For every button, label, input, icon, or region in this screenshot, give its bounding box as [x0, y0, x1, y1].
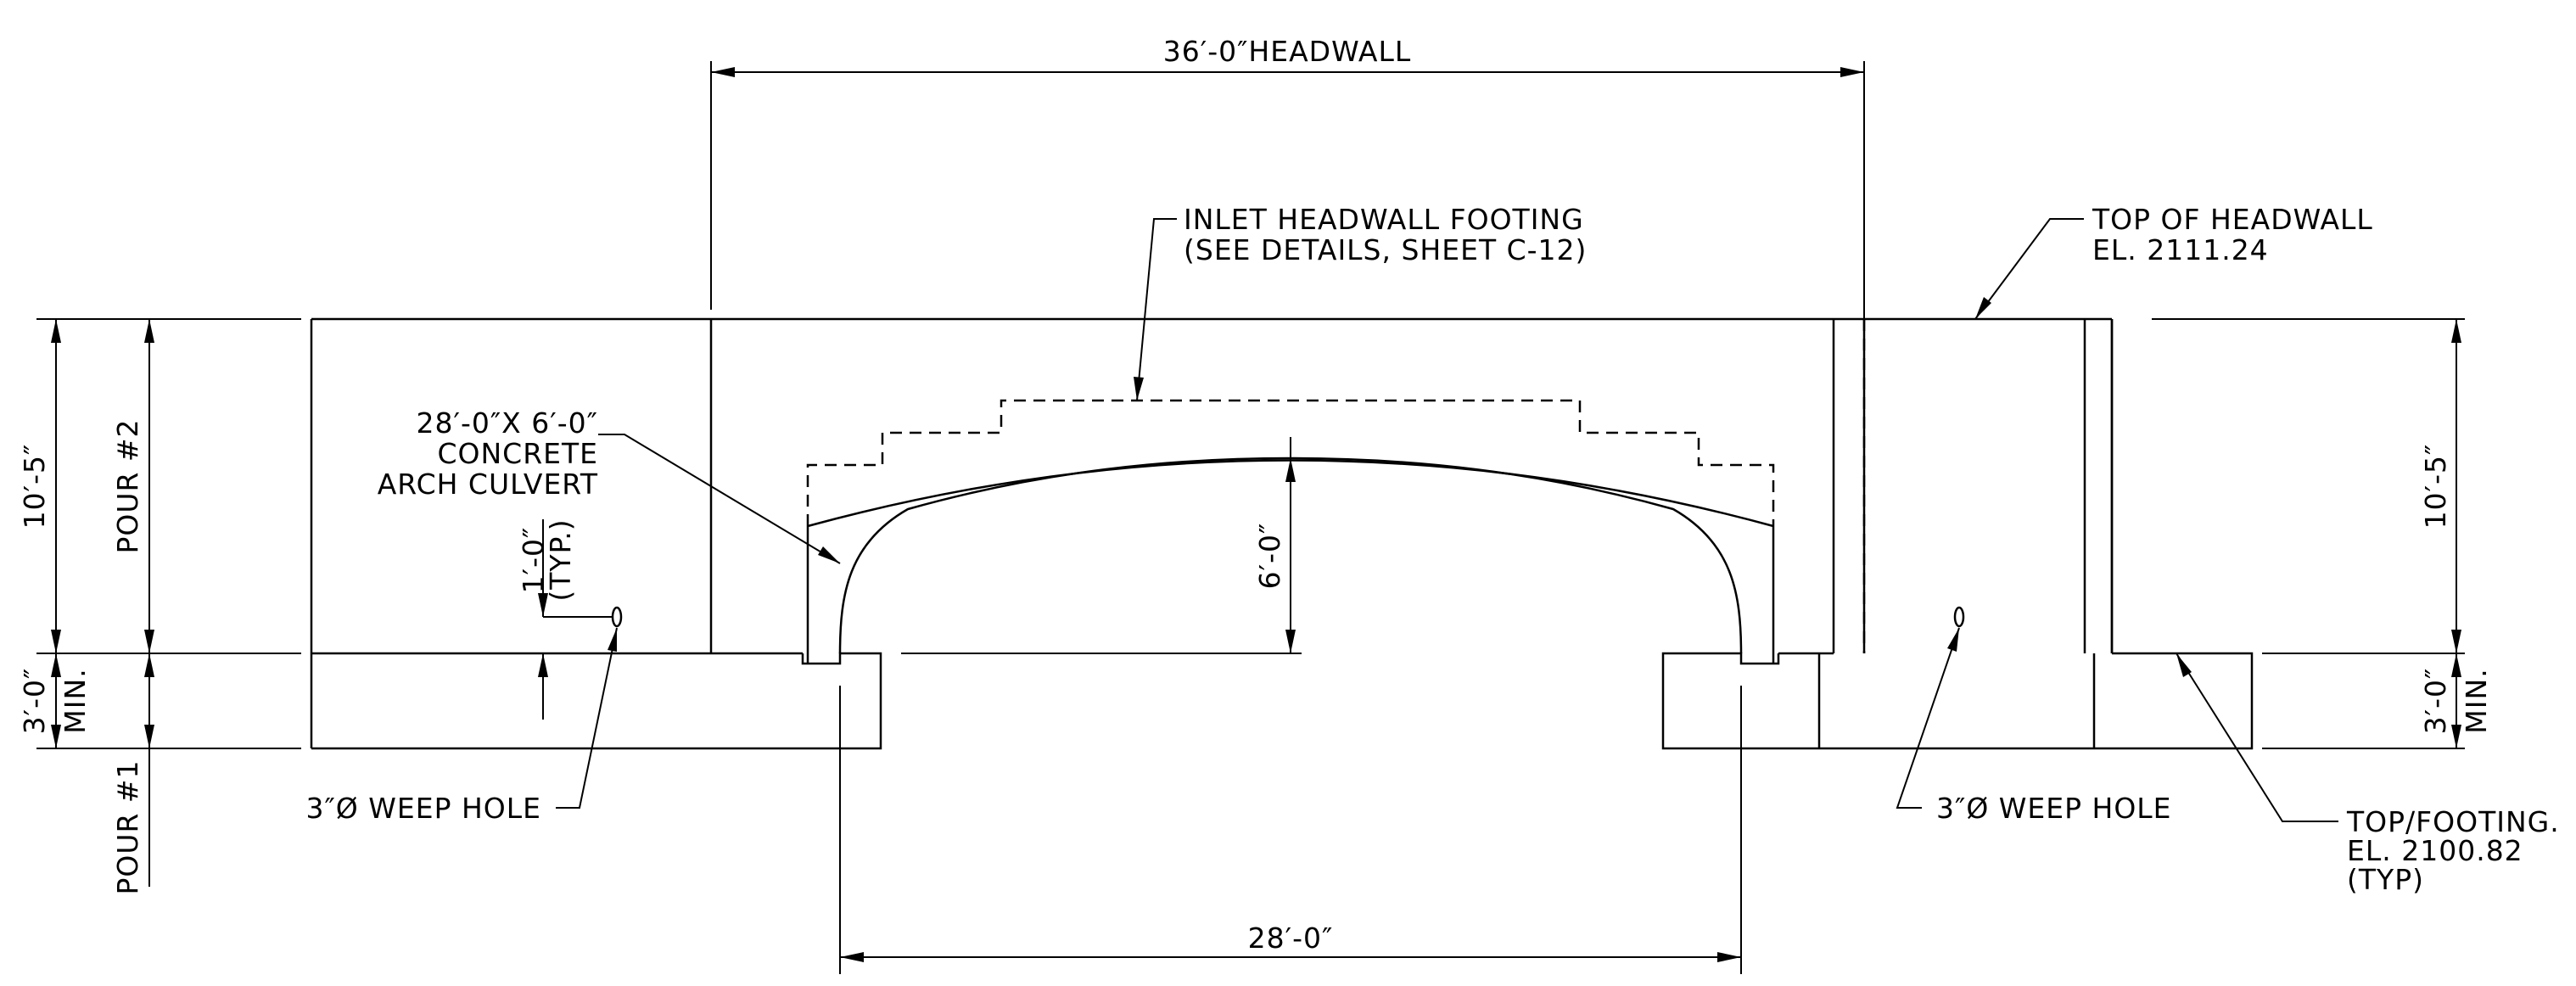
inlet-footing-line2: (SEE DETAILS, SHEET C-12)	[1184, 233, 1587, 266]
dimension-right-heights: 10′-5″ 3′-0″ MIN.	[2152, 318, 2493, 749]
top-headwall-line2: EL. 2111.24	[2092, 233, 2269, 266]
headwall-width-label: 36′-0″HEADWALL	[1163, 35, 1412, 68]
left-min-depth-label: 3′-0″	[18, 668, 51, 735]
culvert-line1: 28′-0″X 6′-0″	[416, 406, 598, 440]
weep-offset-label: 1′-0″	[517, 527, 550, 594]
left-height-label: 10′-5″	[18, 444, 51, 529]
right-min-label: MIN.	[2460, 668, 2493, 733]
weep-hole-right	[1953, 606, 1965, 628]
note-inlet-headwall-footing: INLET HEADWALL FOOTING (SEE DETAILS, SHE…	[1134, 203, 1587, 401]
dimension-left-heights: 10′-5″ POUR #2 3′-0″ MIN. POUR #1	[18, 318, 301, 895]
culvert-line2: CONCRETE	[437, 437, 598, 470]
dimension-arch-rise: 6′-0″	[1253, 458, 1296, 653]
left-pour1-label: POUR #1	[111, 759, 144, 894]
right-min-depth-label: 3′-0″	[2419, 668, 2452, 735]
note-top-of-headwall: TOP OF HEADWALL EL. 2111.24	[1974, 203, 2373, 320]
dimension-headwall-width: 36′-0″HEADWALL	[710, 35, 1865, 319]
dimension-weep-offset: 1′-0″ (TYP.)	[517, 518, 613, 720]
note-arch-culvert: 28′-0″X 6′-0″ CONCRETE ARCH CULVERT	[378, 406, 841, 564]
note-weep-hole-left: 3″Ø WEEP HOLE	[305, 627, 618, 825]
right-height-label: 10′-5″	[2419, 444, 2452, 529]
left-min-label: MIN.	[59, 668, 92, 733]
weep-hole-left	[611, 606, 623, 628]
top-footing-line2: EL. 2100.82	[2347, 834, 2523, 867]
arch-rise-label: 6′-0″	[1253, 523, 1286, 590]
note-weep-hole-right: 3″Ø WEEP HOLE	[1896, 627, 2172, 825]
dimension-culvert-span: 28′-0″	[839, 686, 1742, 974]
inlet-headwall-footing-outline	[806, 399, 1775, 526]
left-pour2-label: POUR #2	[111, 418, 144, 553]
top-footing-line1: TOP/FOOTING.	[2346, 805, 2560, 838]
culvert-span-label: 28′-0″	[1248, 922, 1334, 955]
weep-offset-note: (TYP.)	[544, 518, 577, 601]
top-headwall-line1: TOP OF HEADWALL	[2092, 203, 2373, 236]
top-footing-line3: (TYP)	[2347, 863, 2424, 896]
note-top-of-footing: TOP/FOOTING. EL. 2100.82 (TYP)	[2176, 653, 2560, 896]
weep-right-label: 3″Ø WEEP HOLE	[1936, 792, 2172, 825]
inlet-footing-line1: INLET HEADWALL FOOTING	[1184, 203, 1584, 236]
culvert-line3: ARCH CULVERT	[378, 468, 598, 501]
weep-left-label: 3″Ø WEEP HOLE	[305, 792, 541, 825]
